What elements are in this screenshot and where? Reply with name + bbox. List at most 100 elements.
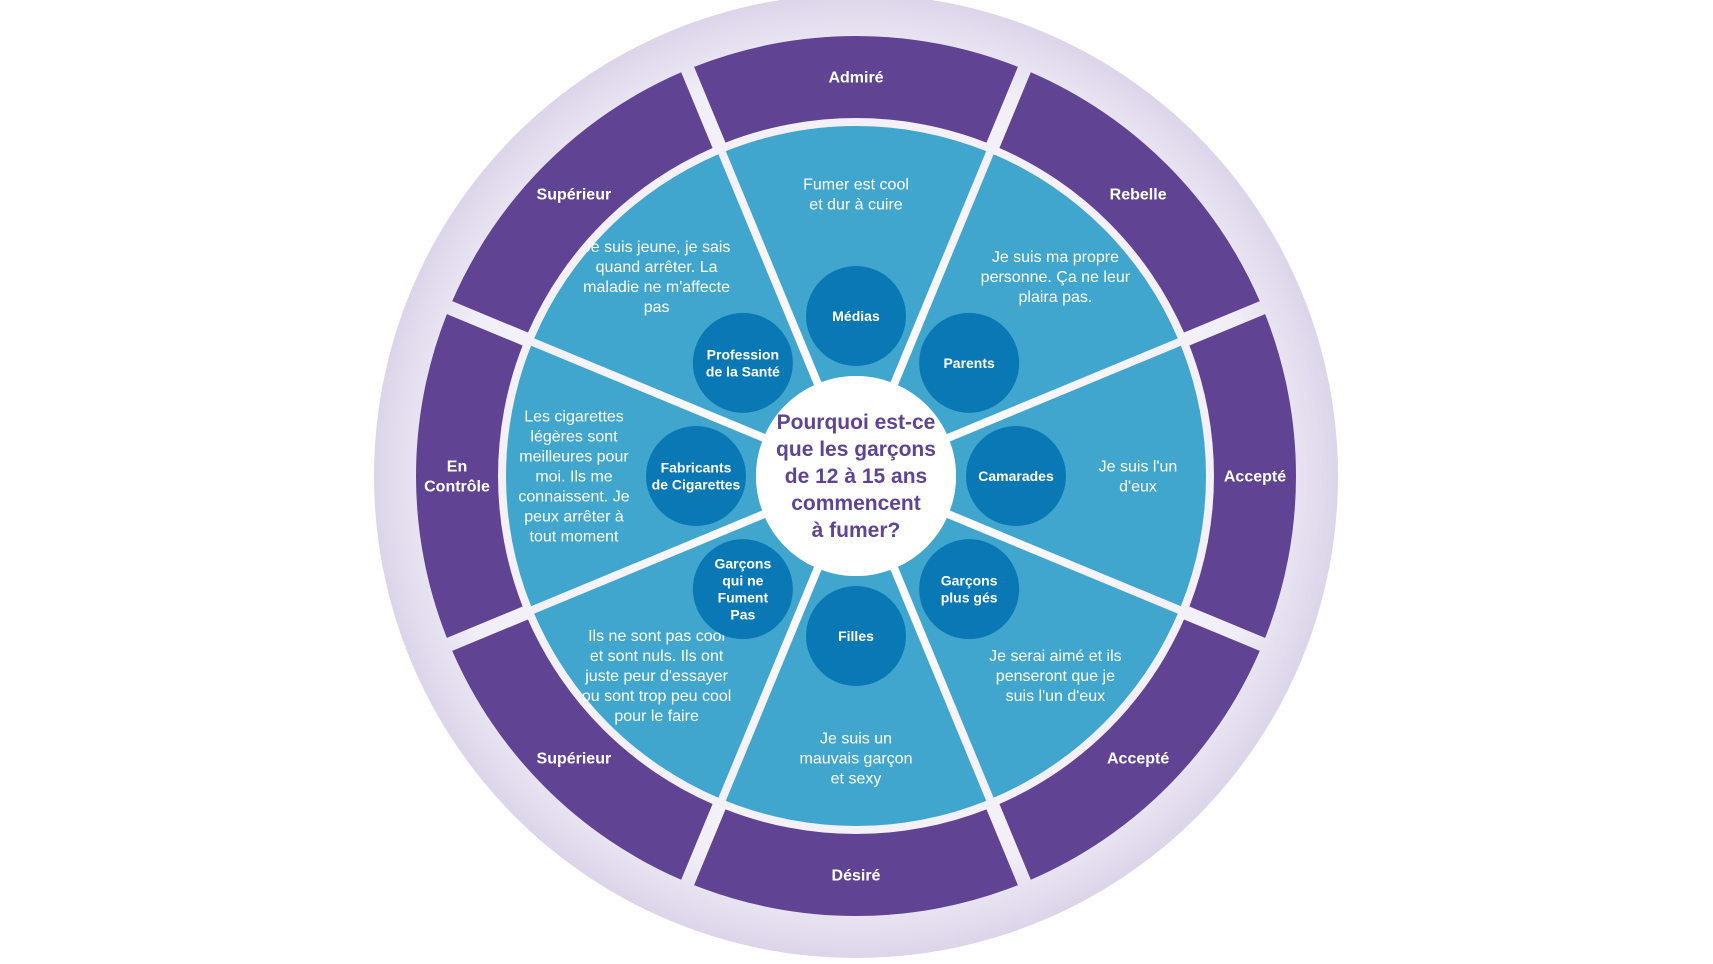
- influencer-label-line: Fabricants: [661, 459, 732, 475]
- influencer-label: Camarades: [978, 468, 1054, 484]
- influencer-label-line: Pas: [730, 607, 755, 623]
- belief-text-line: pour le faire: [614, 708, 699, 725]
- belief-text: Je serai aimé et ils penseront que je suis…: [989, 648, 1122, 705]
- belief-text-line: Je suis ma propre: [992, 249, 1119, 266]
- feeling-label-accepte: Accepté: [1224, 469, 1286, 486]
- center-question-line: que les garçons: [776, 438, 936, 461]
- belief-text-line: suis l'un d'eux: [1006, 688, 1106, 705]
- feeling-label-accepte: Accepté: [1107, 751, 1169, 768]
- belief-text-line: et sexy: [831, 771, 882, 788]
- influencer-label-line: de Cigarettes: [652, 476, 741, 492]
- center-question-line: de 12 à 15 ans: [785, 465, 927, 488]
- influencer-label-line: Filles: [838, 628, 874, 644]
- belief-text-line: Je suis un: [820, 731, 892, 748]
- belief-text-line: juste peur d'essayer: [584, 668, 728, 685]
- belief-text-line: meilleures pour: [519, 449, 629, 466]
- center-question: Pourquoi est-ce que les garçons de 12 à 15…: [776, 411, 936, 542]
- feeling-label-superieur-line: Supérieur: [537, 751, 612, 768]
- belief-segment: [725, 126, 987, 383]
- influencer-circle-garcons-plus-ges: [919, 539, 1020, 640]
- feeling-label-desire-line: Désiré: [832, 868, 881, 885]
- influencer-label-line: Garçons: [714, 556, 771, 572]
- belief-text-line: et dur à cuire: [809, 197, 902, 214]
- belief-text-line: d'eux: [1119, 479, 1157, 496]
- influencer-circle-medias: [806, 266, 906, 366]
- influencer-circle-parents: [919, 312, 1020, 413]
- belief-text-line: Je suis l'un: [1099, 459, 1178, 476]
- influencer-label-line: Parents: [943, 355, 995, 371]
- influencer-label: Parents: [943, 355, 995, 371]
- belief-segment: [725, 569, 987, 826]
- feeling-segment: [694, 36, 1018, 143]
- belief-text: Je suis l'un d'eux: [1099, 459, 1178, 496]
- feeling-label-superieur-line: Supérieur: [537, 186, 612, 203]
- belief-text-line: personne. Ça ne leur: [981, 269, 1131, 286]
- belief-text: Je suis un mauvais garçon et sexy: [800, 731, 913, 788]
- influencer-label-line: Fument: [718, 590, 769, 606]
- influencer-label-line: Médias: [832, 308, 880, 324]
- influencer-circle-camarades: [966, 426, 1066, 526]
- influencer-label-line: Garçons: [941, 573, 998, 589]
- feeling-label-en-controle-line: En: [447, 459, 467, 476]
- feeling-label-admire: Admiré: [828, 70, 883, 87]
- belief-text-line: Les cigarettes: [524, 409, 624, 426]
- influencer-circle-garcons-qui-ne-fument-pas: [692, 539, 793, 640]
- belief-text-line: Fumer est cool: [803, 177, 909, 194]
- influencer-circle-profession-de-la-sante: [692, 312, 793, 413]
- feeling-segment: [452, 72, 713, 333]
- belief-text-line: plaira pas.: [1018, 289, 1092, 306]
- center-disc: [756, 376, 956, 576]
- feeling-label-accepte-line: Accepté: [1107, 751, 1169, 768]
- belief-text-line: pas: [644, 299, 670, 316]
- belief-text-line: Ils ne sont pas cool: [588, 628, 725, 645]
- belief-segment: [949, 345, 1206, 607]
- feeling-segment: [416, 314, 523, 638]
- center-question-line: commencent: [791, 492, 921, 515]
- belief-text: Fumer est cool et dur à cuire: [803, 177, 909, 214]
- feeling-segment: [1189, 314, 1296, 638]
- feeling-segment: [452, 619, 713, 880]
- influencer-label-line: Camarades: [978, 468, 1054, 484]
- feeling-label-rebelle: Rebelle: [1110, 186, 1167, 203]
- belief-text: Ils ne sont pas cool et sont nuls. Ils on…: [582, 628, 731, 725]
- belief-text: Les cigarettes légères sont meilleures pou…: [518, 409, 629, 546]
- feeling-segment: [694, 809, 1018, 916]
- belief-text-line: tout moment: [530, 529, 619, 546]
- feeling-label-superieur: Supérieur: [537, 751, 612, 768]
- belief-text-line: penseront que je: [996, 668, 1115, 685]
- belief-text-line: Je serai aimé et ils: [989, 648, 1122, 665]
- influencer-label: Filles: [838, 628, 874, 644]
- feeling-label-rebelle-line: Rebelle: [1110, 186, 1167, 203]
- feelings-ring: [416, 36, 1296, 916]
- belief-text-line: et sont nuls. Ils ont: [590, 648, 724, 665]
- belief-text-line: mauvais garçon: [800, 751, 913, 768]
- influencer-circle-filles: [806, 586, 906, 686]
- belief-text-line: légères sont: [530, 429, 618, 446]
- center-question-line: Pourquoi est-ce: [777, 411, 936, 434]
- feeling-label-admire-line: Admiré: [828, 70, 883, 87]
- center-question-line: à fumer?: [812, 519, 901, 542]
- influencer-label-line: plus gés: [941, 590, 998, 606]
- feeling-label-en-controle-line: Contrôle: [424, 479, 490, 496]
- feeling-segment: [999, 72, 1260, 333]
- belief-text-line: maladie ne m'affecte: [583, 279, 730, 296]
- feeling-label-desire: Désiré: [832, 868, 881, 885]
- feeling-labels: AdmiréRebelleAcceptéAcceptéDésiréSupérie…: [424, 70, 1286, 885]
- belief-text-line: Je suis jeune, je sais: [583, 239, 731, 256]
- belief-text-line: peux arrêter à: [524, 509, 624, 526]
- influencer-label-line: Profession: [707, 346, 779, 362]
- belief-text: Je suis ma propre personne. Ça ne leur pla…: [981, 249, 1131, 306]
- influencer-circle-fabricants-de-cigarettes: [646, 426, 746, 526]
- feeling-label-accepte-line: Accepté: [1224, 469, 1286, 486]
- influencer-label-line: qui ne: [722, 573, 763, 589]
- belief-text-line: connaissent. Je: [518, 489, 629, 506]
- influencer-label: Médias: [832, 308, 880, 324]
- influencer-label-line: de la Santé: [706, 363, 780, 379]
